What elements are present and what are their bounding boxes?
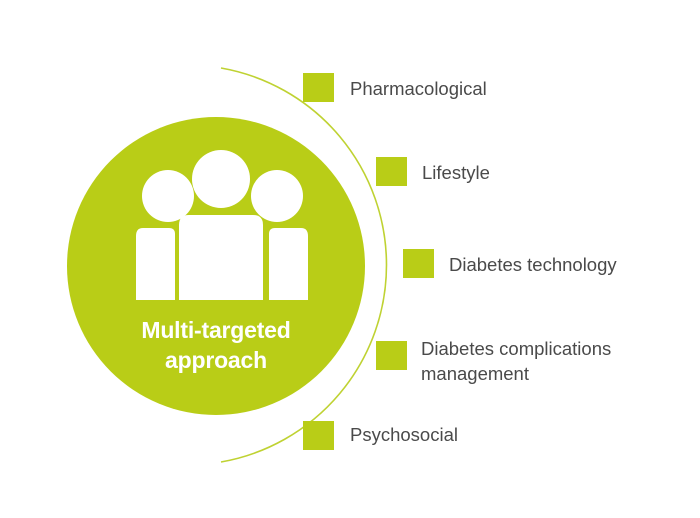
item-label-diabetes-complications-line1: Diabetes complications bbox=[421, 338, 612, 359]
item-label-diabetes-complications-line2: management bbox=[421, 363, 529, 384]
connector-arc bbox=[220, 67, 388, 463]
hub-title-line2: approach bbox=[165, 347, 267, 373]
item-bullet-lifestyle bbox=[376, 157, 407, 186]
item-bullet-psychosocial bbox=[303, 421, 334, 450]
item-bullet-diabetes-complications bbox=[376, 341, 407, 370]
people-group-icon bbox=[136, 150, 308, 300]
item-label-psychosocial: Psychosocial bbox=[350, 424, 458, 445]
hub-title-line1: Multi-targeted bbox=[141, 317, 291, 343]
item-label-lifestyle: Lifestyle bbox=[422, 162, 490, 183]
item-label-diabetes-technology: Diabetes technology bbox=[449, 254, 617, 275]
item-label-pharmacological: Pharmacological bbox=[350, 78, 487, 99]
item-bullet-pharmacological bbox=[303, 73, 334, 102]
item-bullet-diabetes-technology bbox=[403, 249, 434, 278]
